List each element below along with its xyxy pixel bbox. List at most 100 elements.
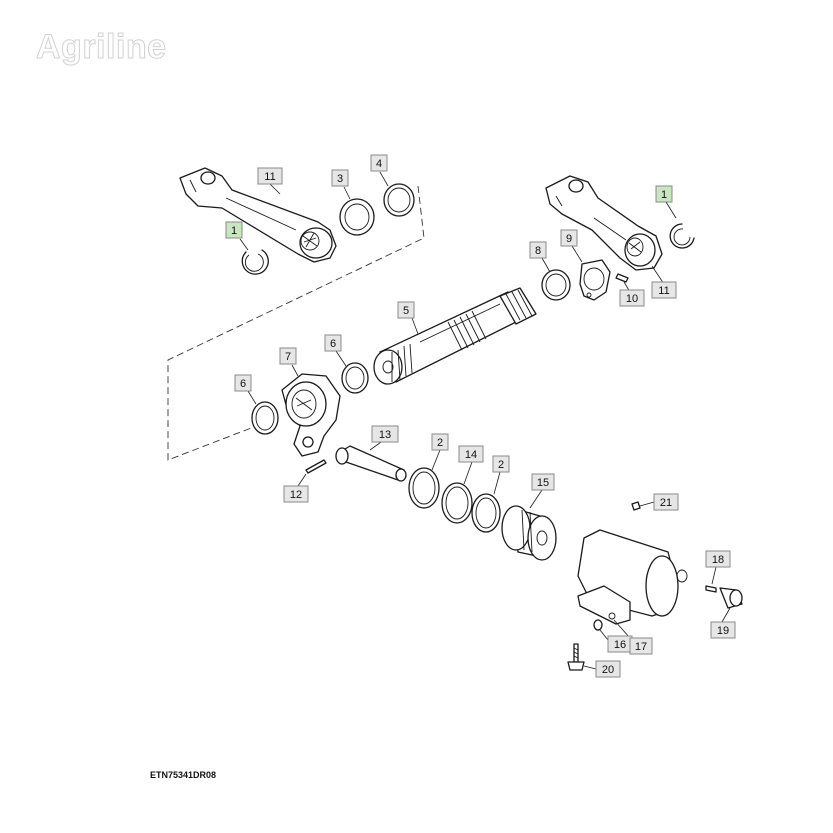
callout-c6a: 6 — [324, 334, 342, 352]
callout-c10: 10 — [619, 289, 645, 307]
plug-19 — [719, 587, 743, 609]
callout-number: 11 — [264, 171, 275, 183]
pin-10 — [615, 273, 629, 283]
callout-c17: 17 — [629, 637, 653, 655]
ring-6-upper — [341, 362, 369, 394]
screw-21 — [631, 501, 641, 511]
washer-3 — [339, 198, 375, 236]
callout-number: 10 — [626, 293, 638, 305]
callout-number: 21 — [660, 497, 672, 509]
callout-c8: 8 — [529, 241, 547, 259]
callout-box — [710, 621, 736, 639]
callout-box — [371, 425, 399, 443]
housing-7 — [281, 373, 341, 457]
callout-number: 8 — [535, 245, 541, 257]
callout-box — [531, 473, 555, 491]
callout-box — [370, 154, 388, 172]
seal-ring-2-left — [408, 467, 440, 509]
callout-box — [651, 281, 677, 299]
callout-box — [234, 374, 252, 392]
callout-c14: 14 — [458, 445, 484, 463]
callout-c12: 12 — [283, 485, 309, 503]
callout-box — [225, 221, 243, 239]
callout-box — [458, 445, 484, 463]
callout-number: 17 — [635, 641, 647, 653]
callout-c11b: 11 — [651, 281, 677, 299]
callout-box — [257, 167, 283, 185]
callout-box — [431, 433, 449, 451]
callout-c13: 13 — [371, 425, 399, 443]
plate-9 — [579, 259, 611, 301]
callout-number: 7 — [285, 351, 291, 363]
callout-number: 5 — [403, 305, 409, 317]
callout-box — [653, 493, 679, 511]
callout-box — [331, 169, 349, 187]
callout-c4: 4 — [370, 154, 388, 172]
watermark-logo: Agriline — [36, 28, 167, 67]
ring-8 — [541, 269, 571, 301]
callout-number: 18 — [712, 554, 724, 566]
callout-box — [705, 550, 731, 568]
callout-number: 4 — [376, 158, 382, 170]
nut-16 — [593, 619, 603, 631]
seal-ring-14 — [441, 482, 473, 524]
callout-number: 9 — [566, 233, 572, 245]
callout-box — [492, 455, 510, 473]
ring-6-lower — [251, 401, 279, 435]
piston-rod-13 — [335, 445, 407, 482]
callout-c16: 16 — [607, 635, 633, 653]
callout-number: 6 — [240, 378, 246, 390]
callout-c1b: 1 — [655, 185, 673, 203]
callout-number: 14 — [465, 449, 477, 461]
seal-18 — [705, 585, 717, 593]
piston-15 — [501, 505, 557, 561]
snap-ring-left — [241, 249, 269, 275]
lever-arm-right — [545, 175, 663, 271]
callout-c19: 19 — [710, 621, 736, 639]
callout-c15: 15 — [531, 473, 555, 491]
ring-4 — [383, 183, 415, 217]
bolt-20 — [567, 643, 585, 671]
callout-box — [279, 347, 297, 365]
assembly-dashed-outline — [167, 185, 425, 461]
callout-number: 1 — [661, 189, 667, 201]
callout-box — [283, 485, 309, 503]
callout-c7: 7 — [279, 347, 297, 365]
callout-number: 11 — [658, 285, 669, 297]
callout-number: 19 — [717, 625, 729, 637]
callout-box — [629, 637, 653, 655]
lever-arm-left — [179, 167, 337, 263]
callout-number: 12 — [290, 489, 302, 501]
pin-12 — [305, 459, 327, 474]
callout-c5: 5 — [397, 301, 415, 319]
callout-box — [397, 301, 415, 319]
diagram-reference-code: ETN75341DR08 — [150, 770, 217, 780]
seal-ring-2-right — [471, 493, 501, 533]
callout-number: 15 — [537, 477, 549, 489]
callout-c2b: 2 — [492, 455, 510, 473]
callout-c3: 3 — [331, 169, 349, 187]
callout-number: 2 — [437, 437, 443, 449]
callout-c11a: 11 — [257, 167, 283, 185]
callout-c1a: 1 — [225, 221, 243, 239]
callout-box — [560, 229, 578, 247]
callout-c18: 18 — [705, 550, 731, 568]
callout-c2a: 2 — [431, 433, 449, 451]
callout-number: 13 — [379, 429, 391, 441]
callout-c20: 20 — [595, 660, 621, 678]
callout-c9: 9 — [560, 229, 578, 247]
callout-c21: 21 — [653, 493, 679, 511]
callout-number: 6 — [330, 338, 336, 350]
callout-box — [619, 289, 645, 307]
callout-box — [655, 185, 673, 203]
callout-number: 2 — [498, 459, 504, 471]
cylinder-17 — [577, 529, 688, 625]
callout-box — [324, 334, 342, 352]
callout-number: 16 — [614, 639, 626, 651]
callout-box — [595, 660, 621, 678]
callout-number: 1 — [231, 225, 237, 237]
snap-ring-right — [669, 223, 695, 249]
